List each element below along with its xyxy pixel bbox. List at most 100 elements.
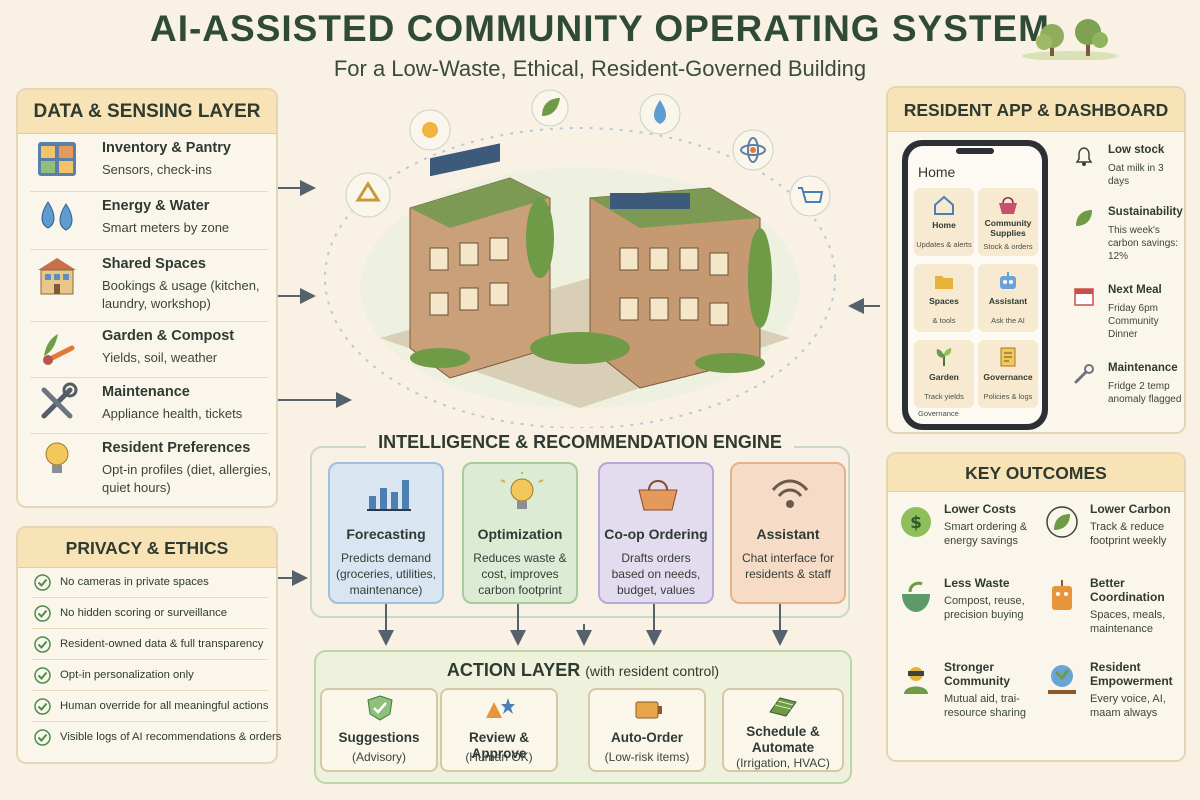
- card-optimization: Optimization Reduces waste & cost, impro…: [462, 462, 578, 604]
- tile-title: Assistant: [988, 296, 1028, 306]
- data-item-garden: Garden & Compost Yields, soil, weather: [30, 322, 268, 378]
- leaf-icon: [531, 89, 569, 127]
- house-icon: [934, 195, 954, 215]
- action-heading: ACTION LAYER (with resident control): [314, 660, 852, 681]
- tile-home[interactable]: Home Updates & alerts: [914, 188, 974, 256]
- globe-hands-icon: [1048, 665, 1076, 694]
- action-review-approve[interactable]: Review & Approve (Human OK): [440, 688, 558, 772]
- notification-desc: This week's carbon savings: 12%: [1108, 225, 1179, 262]
- data-sensing-heading: DATA & SENSING LAYER: [18, 90, 276, 134]
- action-desc: (Human OK): [465, 750, 533, 764]
- notification-desc: Friday 6pm Community Dinner: [1108, 303, 1159, 340]
- dollar-leaf-icon: $: [901, 507, 931, 537]
- sun-icon: [409, 109, 451, 151]
- building-icon: [38, 258, 76, 295]
- outcome-less-waste: Less Waste Compost, reuse, precision buy…: [892, 574, 1038, 656]
- data-item-maintenance: Maintenance Appliance health, tickets: [30, 378, 268, 434]
- outcome-title: Better Coordination: [1090, 576, 1165, 604]
- privacy-item: No hidden scoring or surveillance: [32, 599, 268, 629]
- check-icon: [34, 605, 51, 622]
- outcome-title: Less Waste: [944, 576, 1010, 590]
- privacy-item-text: Resident-owned data & full transparency: [60, 638, 264, 650]
- action-desc: (Low-risk items): [604, 750, 690, 764]
- data-item-desc: Opt-in profiles (diet, allergies, quiet …: [102, 462, 272, 495]
- action-suggestions[interactable]: Suggestions (Advisory): [320, 688, 438, 772]
- privacy-heading: PRIVACY & ETHICS: [18, 528, 276, 568]
- water-drops-icon: [41, 201, 73, 231]
- recycle-icon: [345, 172, 391, 218]
- plant-icon: [936, 348, 952, 366]
- tile-title: Spaces: [929, 296, 959, 306]
- privacy-ethics-panel: PRIVACY & ETHICS No cameras in private s…: [16, 526, 281, 764]
- outcome-title: Lower Costs: [944, 502, 1017, 516]
- check-shield-icon: [367, 695, 393, 721]
- notification-next-meal[interactable]: Next Meal Friday 6pm Community Dinner: [1066, 284, 1182, 360]
- notification-title: Next Meal: [1108, 284, 1162, 296]
- tile-desc: Updates & alerts: [916, 240, 972, 249]
- privacy-item-text: No cameras in private spaces: [60, 576, 209, 588]
- coordination-icon: [1052, 580, 1072, 610]
- notification-title: Low stock: [1108, 144, 1165, 156]
- phone-notch: [956, 148, 994, 154]
- card-desc: Drafts orders based on needs, budget, va…: [611, 551, 701, 597]
- triangle-star-icon: [486, 698, 515, 718]
- tile-assistant[interactable]: Assistant Ask the AI: [978, 264, 1038, 332]
- atom-icon: [732, 129, 774, 171]
- tile-garden[interactable]: Garden Track yields: [914, 340, 974, 408]
- engine-heading-text: INTELLIGENCE & RECOMMENDATION ENGINE: [366, 432, 794, 452]
- water-drop-icon: [639, 93, 681, 135]
- action-heading-sub: (with resident control): [585, 663, 720, 679]
- tile-title: Home: [932, 220, 956, 230]
- action-title: Suggestions: [338, 730, 420, 745]
- privacy-item-text: Human override for all meaningful action…: [60, 700, 269, 712]
- wifi-signal-icon: [771, 479, 809, 508]
- page-title: AI-ASSISTED COMMUNITY OPERATING SYSTEM: [149, 8, 1051, 49]
- card-desc: Reduces waste & cost, improves carbon fo…: [473, 551, 567, 597]
- tile-governance[interactable]: Governance Policies & logs: [978, 340, 1038, 408]
- phone-screen: Home Home Updates & alerts Community Sup…: [908, 146, 1042, 424]
- tools-icon: [41, 382, 78, 419]
- outcome-desc: Every voice, AI, maam always: [1090, 693, 1166, 719]
- card-coop-ordering: Co-op Ordering Drafts orders based on ne…: [598, 462, 714, 604]
- tile-spaces[interactable]: Spaces & tools: [914, 264, 974, 332]
- outcome-title: Stronger Community: [944, 660, 1010, 688]
- delivery-box-icon: [635, 701, 662, 719]
- page-subtitle: For a Low-Waste, Ethical, Resident-Gover…: [333, 56, 867, 81]
- tile-title: Governance: [983, 372, 1033, 382]
- action-heading-text: ACTION LAYER: [446, 660, 581, 680]
- basket-icon: [638, 480, 678, 511]
- basket-icon: [999, 197, 1017, 214]
- building-illustration: [324, 89, 836, 428]
- resident-app-panel: RESIDENT APP & DASHBOARD Home Home Updat…: [886, 86, 1186, 434]
- privacy-item-text: No hidden scoring or surveillance: [60, 607, 228, 619]
- action-auto-order[interactable]: Auto-Order (Low-risk items): [588, 688, 706, 772]
- tile-desc: Ask the AI: [991, 316, 1025, 325]
- document-icon: [1000, 347, 1016, 367]
- data-item-desc: Yields, soil, weather: [102, 350, 218, 365]
- notification-desc: Fridge 2 temp anomaly flagged: [1108, 381, 1182, 405]
- notification-title: Sustainability: [1108, 206, 1183, 218]
- action-title: Auto-Order: [611, 730, 683, 745]
- robot-icon: [1000, 272, 1016, 289]
- outcome-desc: Compost, reuse, precision buying: [944, 595, 1025, 621]
- notification-sustainability[interactable]: Sustainability This week's carbon saving…: [1066, 206, 1183, 278]
- notification-low-stock[interactable]: Low stock Oat milk in 3 days: [1066, 144, 1182, 204]
- check-icon: [34, 574, 51, 591]
- privacy-item: Opt-in personalization only: [32, 661, 268, 691]
- tile-desc: & tools: [932, 316, 956, 325]
- action-title: Review & Approve: [468, 730, 530, 761]
- data-item-title: Shared Spaces: [102, 256, 206, 272]
- garden-icon: [43, 334, 75, 365]
- notification-maintenance[interactable]: Maintenance Fridge 2 temp anomaly flagge…: [1066, 362, 1182, 422]
- privacy-item: Human override for all meaningful action…: [32, 692, 268, 722]
- data-item-shared-spaces: Shared Spaces Bookings & usage (kitchen,…: [30, 250, 268, 322]
- outcome-desc: Mutual aid, trai- resource sharing: [944, 693, 1026, 719]
- card-desc: Chat interface for residents & staff: [741, 551, 835, 581]
- action-schedule-automate[interactable]: Schedule & Automate (Irrigation, HVAC): [722, 688, 844, 772]
- trees-icon: [1022, 19, 1118, 60]
- leaf-icon: [1076, 210, 1092, 226]
- card-title: Optimization: [477, 526, 563, 542]
- tile-community-supplies[interactable]: Community Supplies Stock & orders: [978, 188, 1038, 256]
- outcome-desc: Smart ordering & energy savings: [944, 521, 1028, 547]
- outcome-lower-costs: $ Lower Costs Smart ordering & energy sa…: [892, 500, 1038, 582]
